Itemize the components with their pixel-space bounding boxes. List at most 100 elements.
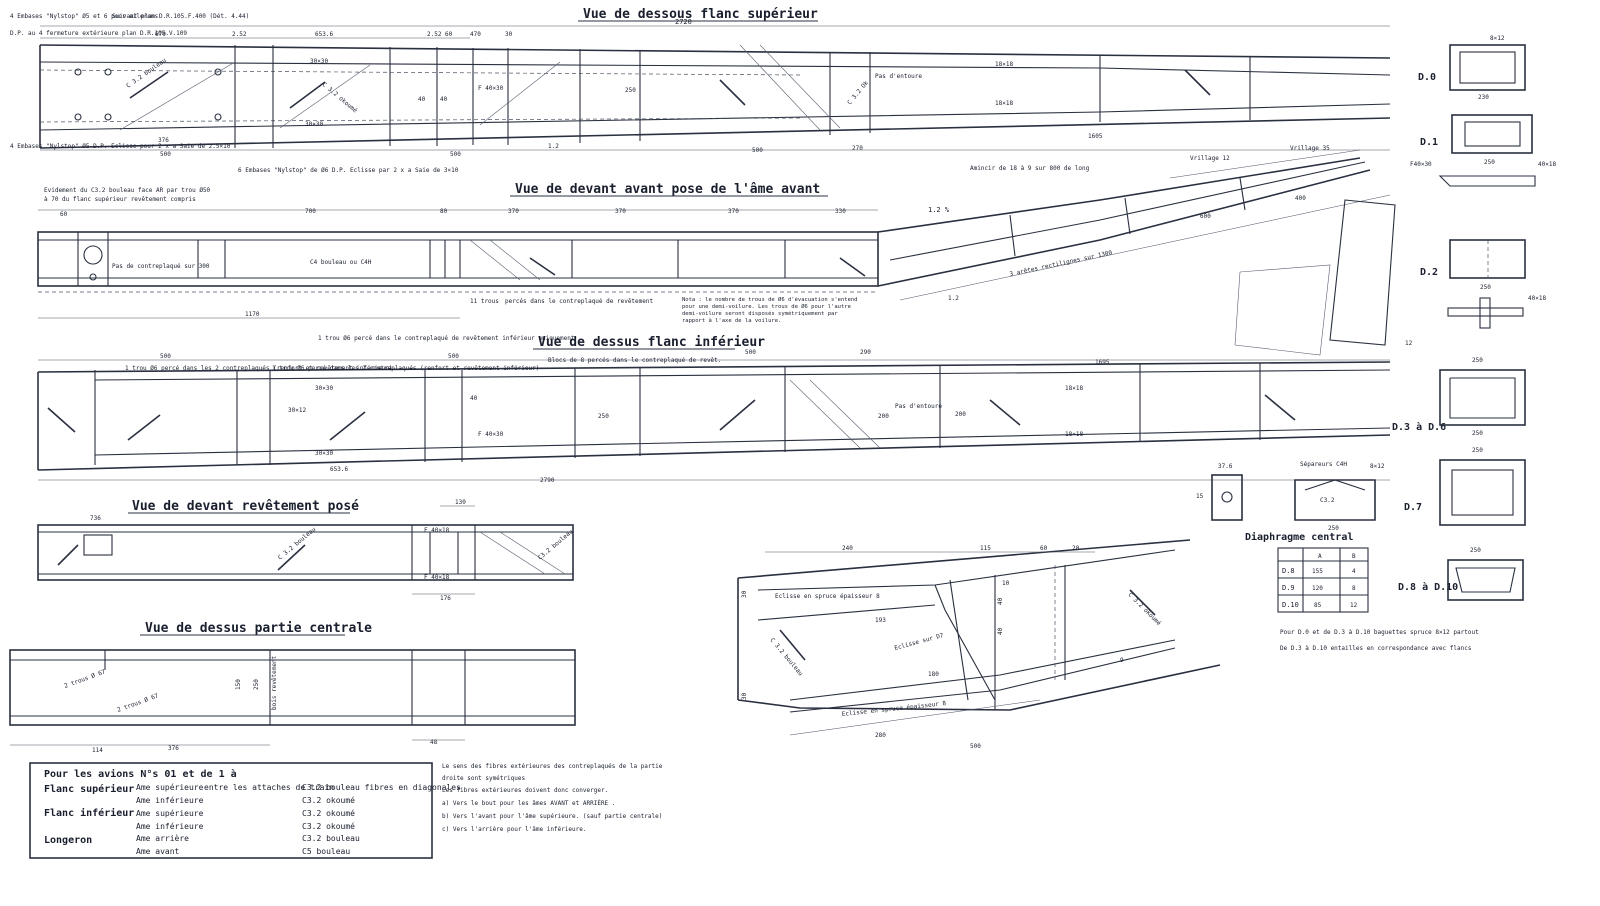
dim: 40 xyxy=(997,627,1004,635)
dim: F 40×18 xyxy=(424,527,450,534)
note: 1 trou Ø6 percé dans les 2 contreplaqués… xyxy=(272,365,539,372)
legend-group: Longeron xyxy=(44,835,92,846)
dim: 40 xyxy=(470,395,478,402)
dim: 370 xyxy=(615,208,626,215)
table-cell: 12 xyxy=(1350,602,1358,609)
central-view: Vue de dessus partie centrale 250 114 37… xyxy=(9,621,576,754)
dim: 18×18 xyxy=(995,100,1013,107)
dim: 60 xyxy=(445,31,453,38)
note: Eclisse sur D7 xyxy=(894,632,945,652)
front-view: Vue de devant avant pose de l'âme avant xyxy=(37,145,1413,356)
dim: 500 xyxy=(745,349,756,356)
dim: 40 xyxy=(440,96,448,103)
note: 6 Embases "Nylstop" de Ø6 D.P. Eclisse p… xyxy=(238,167,459,174)
dim: 736 xyxy=(90,515,101,522)
lower-view: Vue de dessus flanc inférieur 500 500 50… xyxy=(37,335,1391,484)
dim: 370 xyxy=(508,208,519,215)
dim: 60 xyxy=(60,211,68,218)
diaphragm-label: D.0 xyxy=(1418,72,1436,83)
dim: 330 xyxy=(835,208,846,215)
front-covered-view: Vue de devant revêtement posé 736 F 40×1… xyxy=(37,499,575,602)
legend-material: C3.2 okoumé xyxy=(302,795,355,805)
dim: 250 xyxy=(1470,547,1481,554)
legend-material: C3.2 bouleau fibres en diagonales xyxy=(302,783,461,792)
table-cell: 8 xyxy=(1352,585,1356,592)
dim: C3.2 xyxy=(1320,497,1335,504)
dim: 80 xyxy=(440,208,448,215)
note: C 3.2 bouleau xyxy=(768,637,804,678)
dim: 2.52 xyxy=(427,31,442,38)
table-title: Diaphragme central xyxy=(1245,531,1353,543)
dim: 376 xyxy=(158,137,169,144)
dim: 500 xyxy=(752,147,763,154)
dim: 130 xyxy=(455,499,466,506)
dim: 376 xyxy=(168,745,179,752)
legend-note: c) Vers l'arrière pour l'âme inférieure. xyxy=(442,826,587,833)
dim: 1170 xyxy=(245,311,260,318)
note: C 3.2 bouleau xyxy=(277,526,318,562)
note: D.P. au 4 fermeture extérieure plan D.R.… xyxy=(10,30,187,37)
dim: 370 xyxy=(728,208,739,215)
dim: 20 xyxy=(1072,545,1080,552)
legend: Pour les avions N°s 01 et de 1 à Flanc s… xyxy=(29,762,663,859)
dim: 670 xyxy=(155,31,166,38)
note: 2 trous Ø 67 xyxy=(116,692,159,714)
diaphragm-label: D.2 xyxy=(1420,267,1438,278)
note: 1 trou Ø6 percé dans les 2 contreplaqués… xyxy=(125,365,392,372)
table-cell: D.9 xyxy=(1282,584,1295,592)
dim: 40 xyxy=(418,96,426,103)
dim: 176 xyxy=(440,595,451,602)
diaphragms: D.0 230 8×12 D.1 250 F40×30 40×18 D.2 25… xyxy=(1196,35,1556,652)
note: 1 trou Ø6 percé dans le contreplaqué de … xyxy=(318,335,575,342)
note: Amincir de 18 à 9 sur 800 de long xyxy=(970,165,1090,172)
note: Suivant plan D.R.105.F.400 (Dét. 4.44) xyxy=(112,13,249,20)
diaphragm-note: Pour D.0 et de D.3 à D.10 baguettes spru… xyxy=(1280,629,1479,636)
dim: 8×12 xyxy=(1490,35,1505,42)
dim: 250 xyxy=(253,679,260,690)
top-view: Vue de dessous flanc supérieur xyxy=(10,7,1391,174)
dim: 48 xyxy=(430,739,438,746)
dim: 18×18 xyxy=(1065,385,1083,392)
dim: 12 xyxy=(1405,340,1413,347)
legend-part: Ame avant xyxy=(136,847,180,856)
detail-view: 240 115 60 20 193 180 280 500 30 30 40 4… xyxy=(737,539,1221,750)
dim: 250 xyxy=(598,413,609,420)
dim: 500 xyxy=(448,353,459,360)
legend-note: Les fibres extérieures doivent donc conv… xyxy=(442,787,608,794)
legend-note: a) Vers le bout pour les âmes AVANT et A… xyxy=(442,799,615,807)
table-cell: 155 xyxy=(1312,568,1323,575)
note: 4 Embases "Nylstop" Ø5 D.P. Eclisse pour… xyxy=(10,143,231,150)
dim: 37.6 xyxy=(1218,463,1233,470)
legend-material: C3.2 okoumé xyxy=(302,821,355,831)
note: Evidement du C3.2 bouleau face AR par tr… xyxy=(44,187,211,194)
dim: 290 xyxy=(860,349,871,356)
legend-note: Le sens des fibres extérieures des contr… xyxy=(442,763,663,770)
legend-material: C3.2 okoumé xyxy=(302,808,355,818)
dim: 270 xyxy=(852,145,863,152)
legend-part: Ame supérieure xyxy=(136,782,204,792)
title-central: Vue de dessus partie centrale xyxy=(145,621,372,636)
dim: 2.52 xyxy=(232,31,247,38)
dim: 40×18 xyxy=(1528,295,1546,302)
dim: 180 xyxy=(928,671,939,678)
dim: 115 xyxy=(980,545,991,552)
note: Eclisse en spruce épaisseur 8 xyxy=(775,593,880,600)
note: C3.2 bouleau xyxy=(537,528,575,561)
dim: 250 xyxy=(1484,159,1495,166)
table-header: A xyxy=(1318,553,1322,560)
dim: 1605 xyxy=(1088,133,1103,140)
dim: 200 xyxy=(955,411,966,418)
dim: 400 xyxy=(1295,195,1306,202)
note: C4 bouleau ou C4H xyxy=(310,259,372,266)
dim: 18×18 xyxy=(1065,431,1083,438)
note: 11 trous xyxy=(470,298,499,305)
table-header: B xyxy=(1352,553,1356,560)
title-front-covered: Vue de devant revêtement posé xyxy=(132,499,359,514)
dim: 2720 xyxy=(675,18,692,26)
note: C 3.2 okoumé xyxy=(1127,591,1163,627)
dim: 30×30 xyxy=(315,450,333,457)
table-cell: D.8 xyxy=(1282,567,1295,575)
dim: 8×12 xyxy=(1370,463,1385,470)
dim: 30×12 xyxy=(288,407,306,414)
dim: 30×30 xyxy=(315,385,333,392)
